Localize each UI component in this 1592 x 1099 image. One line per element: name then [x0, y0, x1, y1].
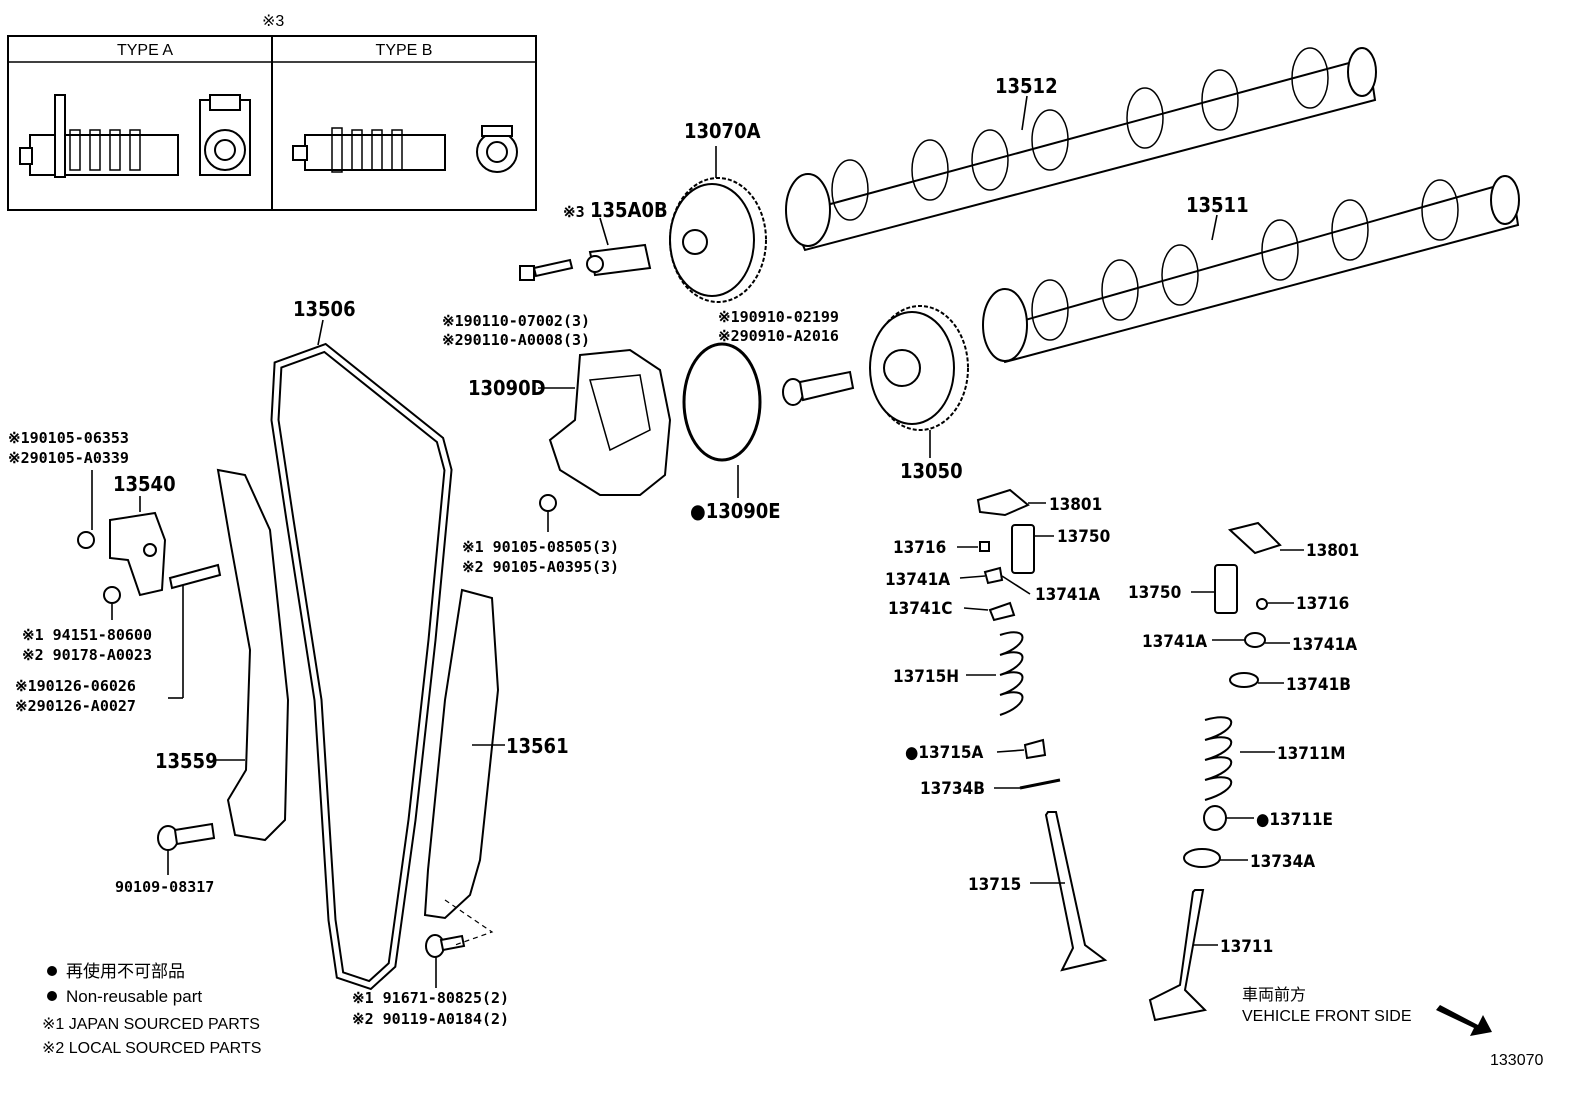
label-13711e: ●13711E — [1256, 810, 1333, 830]
bolt-slipper-illustration — [157, 822, 216, 851]
label-bolt-d1: ※1 90105-08505(3) — [462, 538, 619, 556]
oil-control-valve-illustration — [586, 243, 652, 277]
type-b-label: TYPE B — [376, 42, 433, 59]
type-a-label: TYPE A — [117, 42, 173, 59]
label-13750-left: 13750 — [1057, 527, 1110, 547]
label-13506: 13506 — [293, 297, 356, 321]
label-13734a: 13734A — [1250, 852, 1315, 872]
bolt-upper-illustration — [519, 258, 574, 281]
label-13561: 13561 — [506, 734, 569, 758]
label-bolt-c1: ※190105-06353 — [8, 429, 129, 447]
chain-cover-illustration — [548, 348, 672, 496]
camshaft-intake-illustration — [982, 175, 1520, 364]
gear-13070a-illustration — [669, 177, 767, 303]
valve-train-left-illustration — [976, 488, 1108, 972]
label-nut1: ※1 94151-80600 — [22, 626, 152, 644]
label-13540: 13540 — [113, 472, 176, 496]
label-13716-right: 13716 — [1296, 594, 1349, 614]
label-bolt-a2: ※290110-A0008(3) — [442, 331, 590, 349]
chain-damper-illustration — [423, 588, 500, 920]
bolt-tensioner-illustration — [77, 531, 95, 549]
bolt-gear-illustration — [782, 370, 855, 406]
label-bolt-e: 90109-08317 — [115, 878, 214, 896]
bolt-cover-illustration — [539, 494, 557, 512]
direction-en: VEHICLE FRONT SIDE — [1242, 1008, 1412, 1025]
front-direction-arrow-icon — [1436, 1005, 1492, 1036]
label-13512: 13512 — [995, 74, 1058, 98]
direction-jp: 車両前方 — [1242, 986, 1306, 1004]
label-13741a-left-2: 13741A — [1035, 585, 1100, 605]
label-13511: 13511 — [1186, 193, 1249, 217]
label-13741c: 13741C — [888, 599, 952, 619]
label-13711m: 13711M — [1277, 744, 1345, 764]
gear-13050-illustration — [869, 305, 969, 431]
label-bolt-a1: ※190110-07002(3) — [442, 312, 590, 330]
camshaft-exhaust-illustration — [785, 47, 1377, 252]
label-bolt-f2: ※2 90119-A0184(2) — [352, 1010, 509, 1028]
label-13741a-left-1: 13741A — [885, 570, 950, 590]
label-13050: 13050 — [900, 459, 963, 483]
legend: 再使用不可部品 Non-reusable part ※1 JAPAN SOURC… — [42, 961, 261, 1057]
valve-train-right-illustration — [1148, 521, 1282, 1022]
type-b-valve-illustration — [292, 125, 518, 173]
label-13741a-right-1: 13741A — [1142, 632, 1207, 652]
nut-illustration — [103, 586, 121, 604]
label-13559: 13559 — [155, 749, 218, 773]
chain-slipper-illustration — [216, 468, 290, 842]
label-13715a: ●13715A — [905, 743, 984, 763]
label-bolt-b2: ※290910-A2016 — [718, 327, 839, 345]
label-135a0b-mark: ※3 — [563, 203, 585, 221]
label-13711: 13711 — [1220, 937, 1273, 957]
leader-lines — [91, 95, 1304, 988]
label-13090e: ●13090E — [690, 499, 781, 523]
label-13801-right: 13801 — [1306, 541, 1359, 561]
label-13715: 13715 — [968, 875, 1021, 895]
label-stud2: ※290126-A0027 — [15, 697, 136, 715]
type-inset: ※3 TYPE A TYPE B — [7, 13, 537, 211]
bolt-damper-illustration — [425, 934, 466, 958]
legend-note2: ※2 LOCAL SOURCED PARTS — [42, 1040, 261, 1057]
label-bolt-f1: ※1 91671-80825(2) — [352, 989, 509, 1007]
type-a-valve-illustration — [19, 94, 251, 178]
label-bolt-b1: ※190910-02199 — [718, 308, 839, 326]
label-nut2: ※2 90178-A0023 — [22, 646, 152, 664]
label-stud1: ※190126-06026 — [15, 677, 136, 695]
label-13734b: 13734B — [920, 779, 985, 799]
legend-nonreuse-en: Non-reusable part — [66, 987, 202, 1006]
front-direction-note: 車両前方 VEHICLE FRONT SIDE — [1242, 986, 1412, 1025]
tensioner-illustration — [109, 511, 167, 597]
gasket-illustration — [682, 342, 762, 462]
timing-chain-illustration — [270, 342, 453, 991]
label-13801-left: 13801 — [1049, 495, 1102, 515]
label-13090d: 13090D — [468, 376, 546, 400]
legend-nonreuse-jp: 再使用不可部品 — [66, 961, 185, 981]
label-bolt-d2: ※2 90105-A0395(3) — [462, 558, 619, 576]
label-135a0b: 135A0B — [590, 198, 668, 222]
inset-note-mark: ※3 — [262, 13, 284, 30]
label-13750-right: 13750 — [1128, 583, 1181, 603]
label-13715h: 13715H — [893, 667, 959, 687]
label-13070a: 13070A — [684, 119, 761, 143]
stud-illustration — [168, 563, 222, 590]
label-13741b: 13741B — [1286, 675, 1351, 695]
label-13716-left: 13716 — [893, 538, 946, 558]
legend-note1: ※1 JAPAN SOURCED PARTS — [42, 1016, 260, 1033]
label-bolt-c2: ※290105-A0339 — [8, 449, 129, 467]
label-13741a-right-2: 13741A — [1292, 635, 1357, 655]
figure-number: 133070 — [1490, 1052, 1543, 1069]
